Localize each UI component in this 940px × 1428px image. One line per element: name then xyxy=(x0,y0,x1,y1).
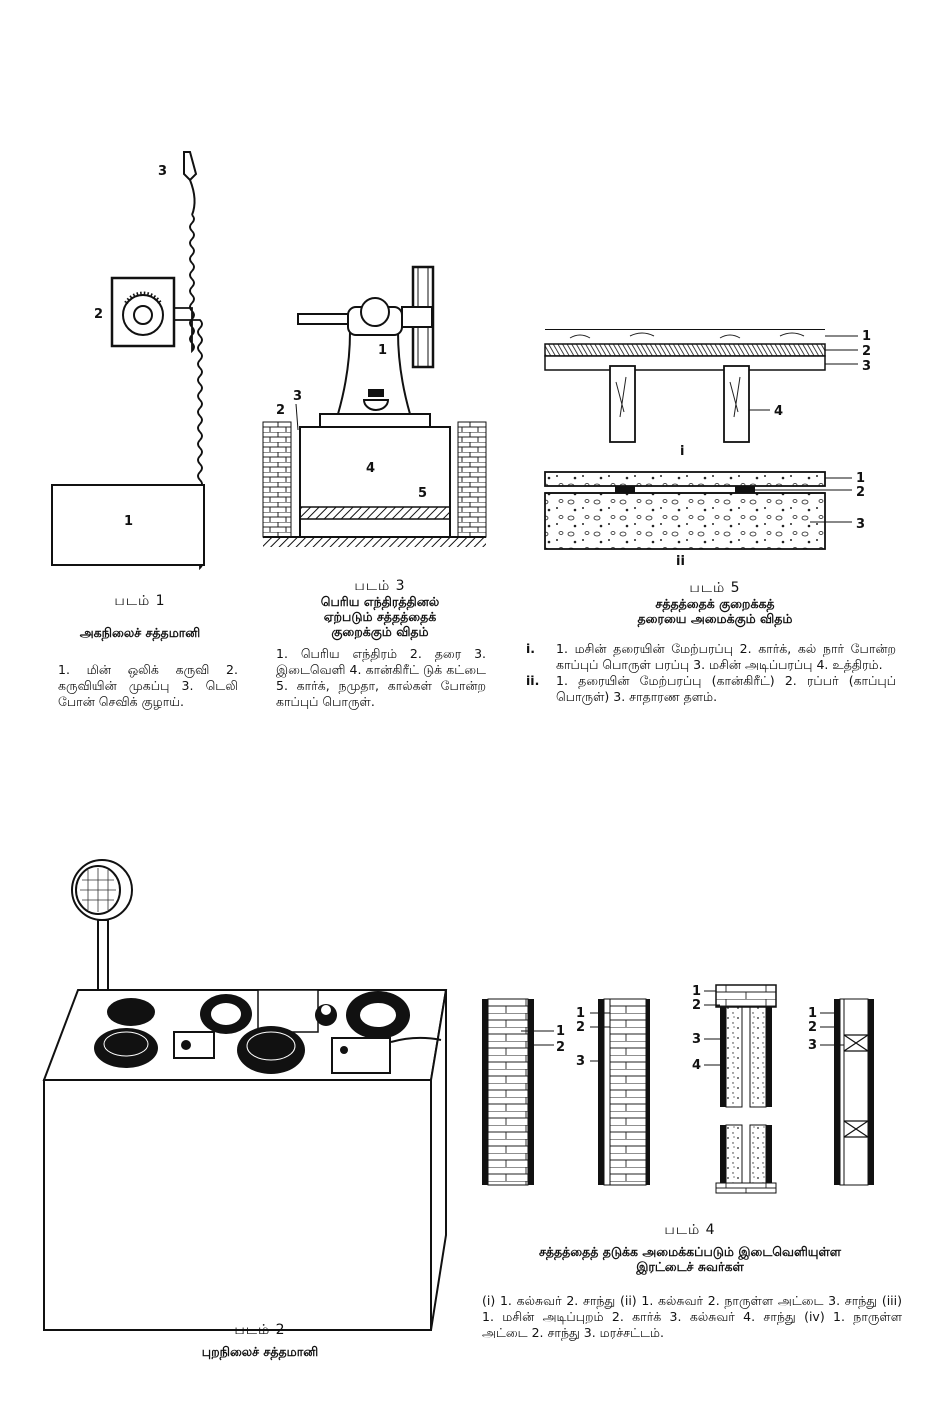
figure3-title-line2: ஏற்படும் சத்தத்தைக் xyxy=(323,609,437,624)
fig4-iv-callout-2: 2 xyxy=(808,1020,817,1035)
instrument-box xyxy=(51,484,205,566)
figure1-legend: 1. மின் ஒலிக் கருவி 2. கருவியின் முகப்பு… xyxy=(58,662,238,709)
microphone-icon xyxy=(71,859,133,1001)
wall-iii xyxy=(715,984,777,1194)
fig4-i-callout-1: 1 xyxy=(556,1024,565,1039)
fig5-ii-callout-3: 3 xyxy=(856,517,865,532)
figure2-caption: படம் 2 புறநிலைச் சத்தமானி xyxy=(160,1322,360,1359)
figure5-title-line2: தரையை அமைக்கும் விதம் xyxy=(637,611,793,626)
fig4-iii-callout-2: 2 xyxy=(692,998,701,1013)
fig5-i-label: i xyxy=(680,444,684,459)
fig4-iv-callout-1: 1 xyxy=(808,1006,817,1021)
legend-num: i. xyxy=(526,641,536,656)
figure3-drawing: 1 2 3 4 5 xyxy=(262,265,487,547)
fig4-iii-callout-1: 1 xyxy=(692,984,701,999)
fig4-iii-callout-3: 3 xyxy=(692,1032,701,1047)
figure4-title-line1: சத்தத்தைத் தடுக்க அமைக்கப்படும் இடைவெளிய… xyxy=(538,1244,842,1259)
fig1-callout-3: 3 xyxy=(158,164,167,179)
figure2-drawing xyxy=(42,859,448,1331)
figure3-legend: 1. பெரிய எந்திரம் 2. தரை 3. இடைவெளி 4. க… xyxy=(276,646,486,709)
wall-i xyxy=(482,998,534,1186)
wall-ii xyxy=(598,998,650,1186)
fig5-ii-callout-2: 2 xyxy=(856,485,865,500)
fig5-i-callout-1: 1 xyxy=(862,329,871,344)
fig1-callout-1: 1 xyxy=(124,514,133,529)
fig3-callout-1: 1 xyxy=(378,343,387,358)
fig4-iv-callout-3: 3 xyxy=(808,1038,817,1053)
figure3-label: படம் 3 xyxy=(354,578,406,594)
fig1-callout-2: 2 xyxy=(94,307,103,322)
figure5-legend-row-i: i. 1. மசின் தரையின் மேற்பரப்பு 2. கார்க்… xyxy=(526,641,896,673)
fig4-iii-callout-4: 4 xyxy=(692,1058,701,1073)
figure4-title-line2: இரட்டைச் சுவர்கள் xyxy=(636,1259,744,1274)
wall-iv xyxy=(834,998,874,1186)
meter-dial xyxy=(110,276,176,348)
machine-icon xyxy=(297,265,435,428)
figure3-title-line3: குறைக்கும் விதம் xyxy=(331,624,429,639)
figure3-title-line1: பெரிய எந்திரத்தினல் xyxy=(320,594,440,609)
legend-text: 1. தரையின் மேற்பரப்பு (கான்கிரீட்) 2. ரப… xyxy=(556,673,896,704)
legend-text: 1. மசின் தரையின் மேற்பரப்பு 2. கார்க், க… xyxy=(556,641,896,672)
figure1-caption: படம் 1 அகநிலைச் சத்தமானி xyxy=(40,593,240,640)
fig3-callout-3: 3 xyxy=(293,389,302,404)
fig5-ii-label: ii xyxy=(676,554,685,569)
figure5-legend: i. 1. மசின் தரையின் மேற்பரப்பு 2. கார்க்… xyxy=(526,641,896,705)
fig5-i-callout-2: 2 xyxy=(862,344,871,359)
figure5-label: படம் 5 xyxy=(689,580,741,596)
cork-layer xyxy=(299,506,451,520)
fig4-ii-callout-2: 2 xyxy=(576,1020,585,1035)
fig4-ii-callout-3: 3 xyxy=(576,1054,585,1069)
fig4-i-callout-2: 2 xyxy=(556,1040,565,1055)
figure1-title: அகநிலைச் சத்தமானி xyxy=(79,625,201,640)
earphone-icon xyxy=(183,151,198,216)
figure5-legend-row-ii: ii. 1. தரையின் மேற்பரப்பு (கான்கிரீட்) 2… xyxy=(526,673,896,705)
figure4-caption: படம் 4 சத்தத்தைத் தடுக்க அமைக்கப்படும் இ… xyxy=(470,1222,910,1274)
concrete-block xyxy=(299,426,451,538)
legend-num: ii. xyxy=(526,673,540,688)
figure5-caption: படம் 5 சத்தத்தைக் குறைக்கத் தரையை அமைக்க… xyxy=(590,580,840,626)
figure4-label: படம் 4 xyxy=(664,1222,716,1238)
figure5-title-line1: சத்தத்தைக் குறைக்கத் xyxy=(655,596,775,611)
figure3-caption: படம் 3 பெரிய எந்திரத்தினல் ஏற்படும் சத்த… xyxy=(270,578,490,639)
figure5-drawing: 1 2 3 4 i 1 2 3 ii xyxy=(544,329,871,569)
figure2-title: புறநிலைச் சத்தமானி xyxy=(201,1344,319,1359)
fig3-callout-4: 4 xyxy=(366,461,375,476)
control-panel xyxy=(94,989,442,1074)
fig3-callout-5: 5 xyxy=(418,486,427,501)
figure4-drawing: 1 2 1 2 3 1 2 3 4 1 2 xyxy=(482,984,874,1194)
figure1-label: படம் 1 xyxy=(114,593,166,609)
fig5-i-callout-4: 4 xyxy=(774,404,783,419)
figure1-drawing: 3 2 1 xyxy=(51,151,205,571)
figure2-label: படம் 2 xyxy=(234,1322,286,1338)
fig3-callout-2: 2 xyxy=(276,403,285,418)
fig4-ii-callout-1: 1 xyxy=(576,1006,585,1021)
fig5-i-callout-3: 3 xyxy=(862,359,871,374)
figure4-legend: (i) 1. கல்சுவர் 2. சாந்து (ii) 1. கல்சுவ… xyxy=(482,1293,902,1340)
fig5-ii-callout-1: 1 xyxy=(856,471,865,486)
